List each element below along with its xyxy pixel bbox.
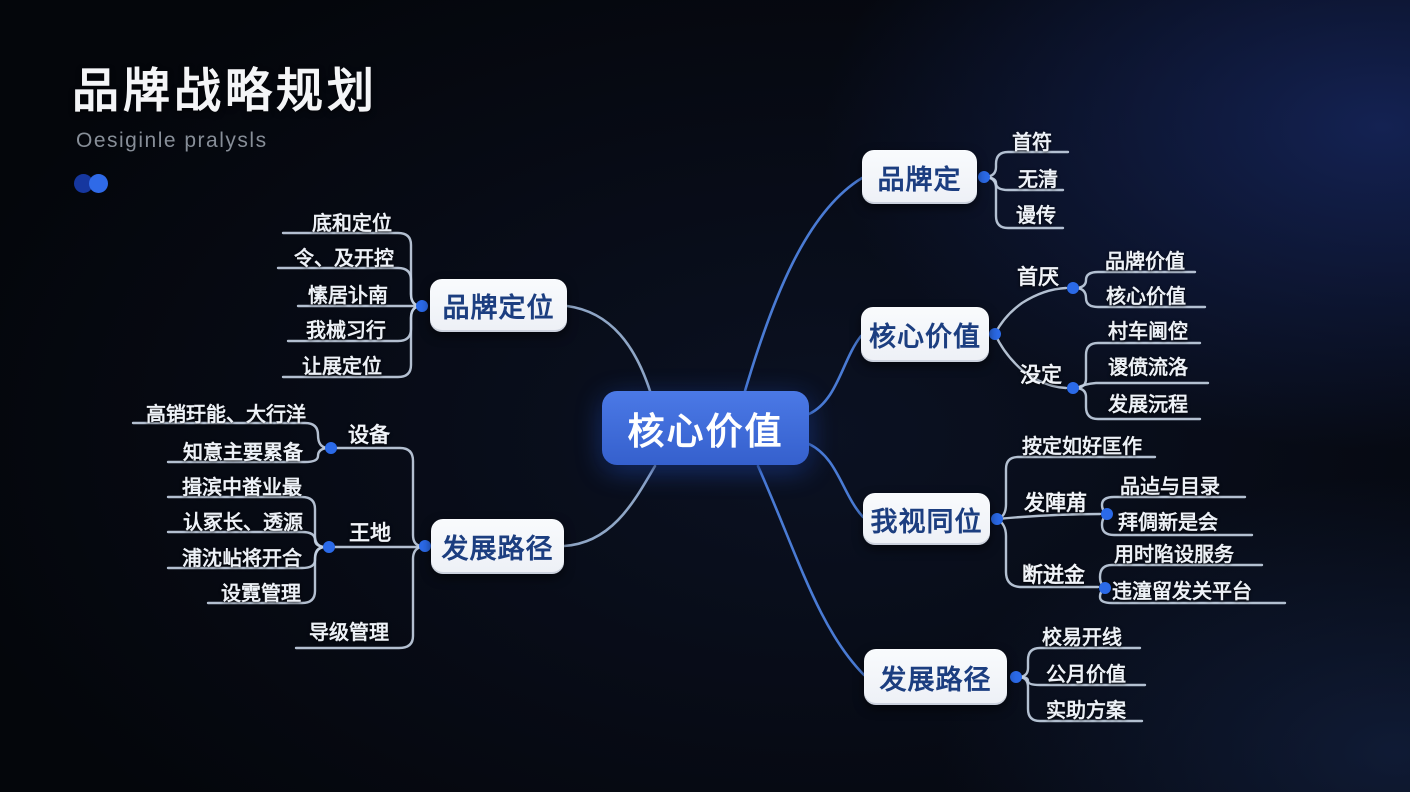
- link-center-brand-left: [565, 304, 652, 393]
- leaf-item[interactable]: 高销玗能、大行洋: [146, 404, 306, 426]
- leaf-item[interactable]: 村车阃倥: [1108, 321, 1188, 343]
- leaf-item[interactable]: 公月价值: [1046, 664, 1126, 686]
- node-position-right[interactable]: 我视同位: [863, 493, 990, 545]
- leaf-item[interactable]: 愫居讣南: [308, 285, 388, 307]
- branch-label-land[interactable]: 王地: [349, 522, 391, 545]
- leaf-item[interactable]: 揖滨中畨业最: [182, 477, 302, 499]
- leaf-item[interactable]: 设霓管理: [221, 583, 301, 605]
- node-branding-right[interactable]: 品牌定: [862, 150, 977, 204]
- leaf-item[interactable]: 发展沅程: [1108, 394, 1188, 416]
- leaf-item[interactable]: 无清: [1018, 169, 1058, 191]
- node-brand-positioning-left[interactable]: 品牌定位: [430, 279, 567, 332]
- page-subtitle: Oesiginle pralysls: [76, 129, 268, 152]
- node-core-value-right[interactable]: 核心价值: [861, 307, 989, 362]
- connector-dots: [323, 171, 1113, 683]
- branch-label[interactable]: 断迸金: [1022, 564, 1085, 587]
- link-center-position-right: [807, 442, 865, 519]
- leaf-item[interactable]: 按定如好匡作: [1022, 436, 1142, 458]
- link-center-branding-right: [743, 176, 864, 393]
- leaf-item[interactable]: 违潼留发关平台: [1112, 581, 1252, 603]
- leaf-item[interactable]: 核心价值: [1106, 286, 1186, 308]
- leaf-item[interactable]: 让展定位: [302, 356, 382, 378]
- link-center-core-right: [807, 334, 863, 416]
- leaf-item[interactable]: 认冢长、透源: [183, 512, 303, 534]
- leaf-item[interactable]: 令、及开控: [294, 248, 394, 270]
- central-node-core-value[interactable]: 核心价值: [602, 391, 809, 465]
- leaf-item[interactable]: 校易开线: [1042, 627, 1122, 649]
- leaf-item[interactable]: 我械习行: [306, 320, 386, 342]
- leaf-item[interactable]: 浦沈岾将开合: [182, 548, 302, 570]
- branch-label[interactable]: 没定: [1020, 364, 1062, 387]
- leaf-item[interactable]: 用时陷设服务: [1114, 544, 1234, 566]
- node-dev-path-right[interactable]: 发展路径: [864, 649, 1007, 705]
- link-center-dev-left: [562, 464, 657, 548]
- leaf-item[interactable]: 谡偾流洛: [1108, 357, 1188, 379]
- leaf-item[interactable]: 底和定位: [312, 213, 392, 235]
- link-center-dev-right: [756, 464, 866, 677]
- leaf-item[interactable]: 谩传: [1016, 205, 1056, 227]
- leaf-item[interactable]: 品迠与目录: [1120, 476, 1220, 498]
- node-dev-path-left[interactable]: 发展路径: [431, 519, 564, 574]
- branch-label-equipment[interactable]: 设备: [348, 424, 390, 447]
- leaf-item[interactable]: 首符: [1012, 132, 1052, 154]
- leaf-item[interactable]: 品牌价值: [1105, 251, 1185, 273]
- logo-dot-icon: [74, 174, 93, 193]
- page-title: 品牌战略规划: [72, 64, 378, 117]
- leaf-item[interactable]: 拜倜新是会: [1118, 512, 1218, 534]
- leaf-item[interactable]: 实助方案: [1046, 700, 1126, 722]
- logo-dot-icon: [89, 174, 108, 193]
- branch-label[interactable]: 发陣苚: [1024, 492, 1087, 515]
- leaf-item[interactable]: 导级管理: [309, 622, 389, 644]
- branch-label[interactable]: 首厌: [1017, 266, 1059, 289]
- leaf-item[interactable]: 知意主要累备: [183, 442, 303, 464]
